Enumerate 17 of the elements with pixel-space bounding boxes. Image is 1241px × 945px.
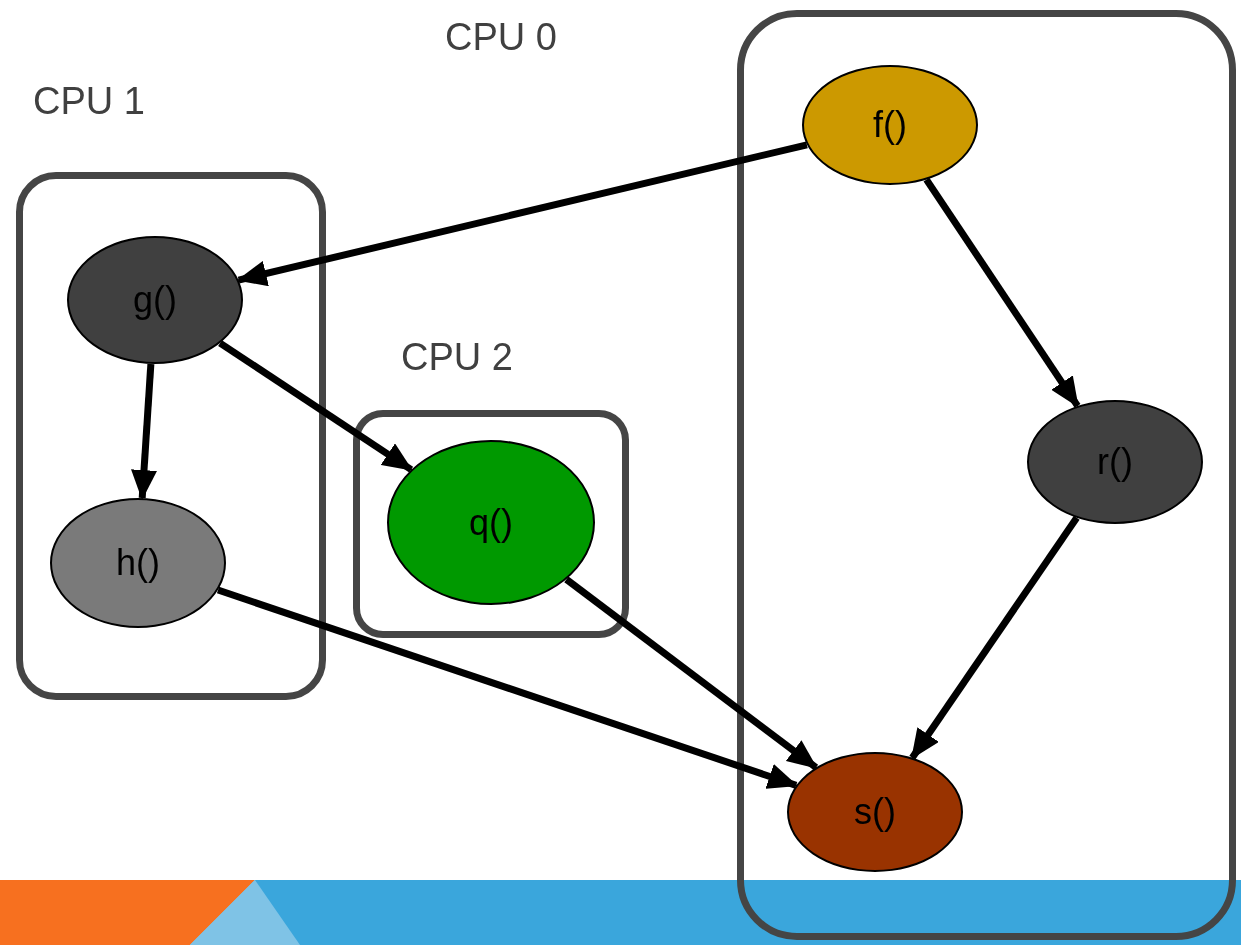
node-label: g()	[133, 279, 177, 321]
arrow	[131, 363, 157, 501]
node-label: h()	[116, 542, 160, 584]
arrow	[909, 515, 1080, 760]
arrow	[923, 177, 1081, 408]
group-label: CPU 1	[33, 80, 145, 123]
arrow	[564, 576, 819, 771]
node-label: f()	[873, 104, 907, 146]
group-label: CPU 2	[401, 336, 513, 379]
group-frame	[16, 172, 326, 700]
node-label: s()	[854, 791, 896, 833]
group-frame	[737, 10, 1236, 940]
arrow	[218, 340, 414, 473]
group-frame	[353, 410, 629, 638]
group-label: CPU 0	[445, 16, 557, 59]
node-label: q()	[469, 501, 513, 544]
node-label: r()	[1097, 441, 1133, 483]
